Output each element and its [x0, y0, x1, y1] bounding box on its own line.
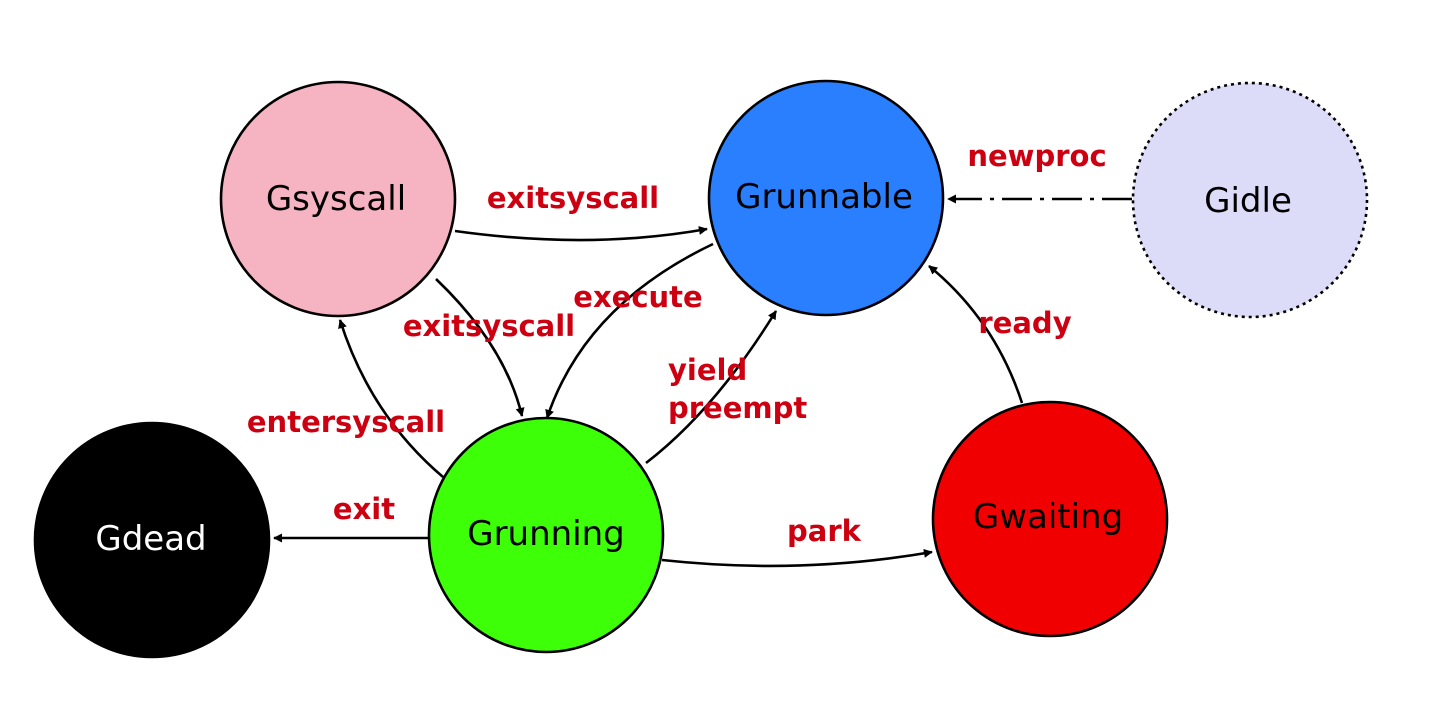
edge-execute — [545, 242, 714, 419]
edge-exitsyscall-to-grunning — [435, 278, 525, 417]
label-ready: ready — [978, 306, 1071, 340]
label-yield: yield — [668, 353, 747, 387]
node-gwaiting: Gwaiting — [931, 400, 1169, 638]
gwaiting-label: Gwaiting — [973, 497, 1123, 537]
node-gidle: Gidle — [1131, 81, 1369, 319]
gdead-label: Gdead — [95, 519, 206, 559]
gsyscall-label: Gsyscall — [266, 179, 406, 219]
label-exit: exit — [333, 492, 395, 526]
label-newproc: newproc — [967, 139, 1106, 173]
node-gsyscall: Gsyscall — [219, 80, 457, 318]
edge-ready — [928, 264, 1024, 404]
node-gdead: Gdead — [33, 421, 271, 659]
node-grunning: Grunning — [427, 416, 665, 654]
grunning-label: Grunning — [467, 514, 625, 554]
label-preempt: preempt — [668, 391, 807, 425]
label-exitsyscall-to-grunning: exitsyscall — [403, 309, 575, 343]
grunnable-circle — [707, 79, 945, 317]
label-entersyscall: entersyscall — [247, 405, 445, 439]
grunning-circle — [427, 416, 665, 654]
grunnable-label: Grunnable — [735, 177, 913, 217]
edge-exitsyscall-to-grunnable — [454, 226, 708, 242]
gsyscall-circle — [219, 80, 457, 318]
nodes: Gsyscall Grunnable Gidle Grunning Gwaiti… — [33, 79, 1369, 659]
edge-yield-preempt — [645, 310, 778, 465]
gdead-circle — [33, 421, 271, 659]
edges — [273, 194, 1132, 568]
node-grunnable: Grunnable — [707, 79, 945, 317]
label-execute: execute — [573, 280, 702, 314]
gidle-label: Gidle — [1204, 181, 1292, 221]
label-park: park — [787, 514, 862, 548]
gwaiting-circle — [931, 400, 1169, 638]
edge-entersyscall — [338, 319, 444, 478]
gidle-circle — [1131, 81, 1369, 319]
edge-park — [661, 548, 933, 568]
label-exitsyscall-to-grunnable: exitsyscall — [487, 181, 659, 215]
edge-labels: newproc exitsyscall execute exitsyscall … — [247, 139, 1107, 548]
